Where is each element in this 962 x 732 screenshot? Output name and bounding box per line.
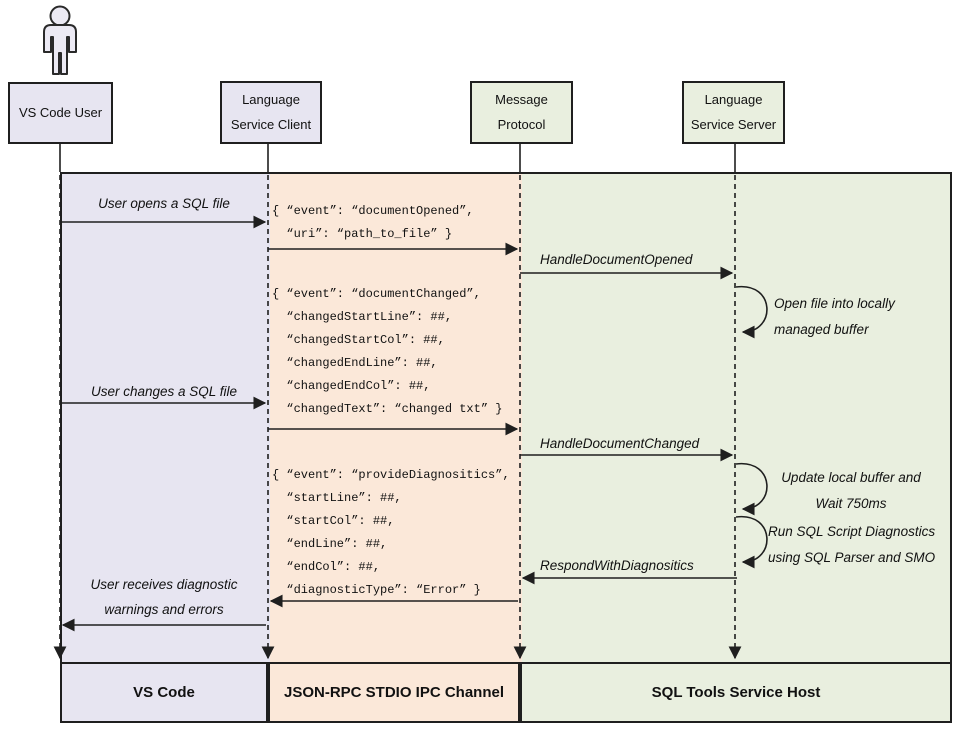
actor-box-language-service-server: Language Service Server	[682, 81, 785, 144]
bottom-bar-label: SQL Tools Service Host	[651, 684, 821, 701]
actor-label: Message	[495, 92, 548, 107]
label-user-receives-diagnostics: User receives diagnostic warnings and er…	[90, 577, 238, 617]
band-vscode	[62, 174, 270, 721]
actor-label: Language	[242, 92, 300, 107]
actor-box-language-service-client: Language Service Client	[220, 81, 322, 144]
note-run-diagnostics: Run SQL Script Diagnostics using SQL Par…	[768, 524, 936, 565]
payload-document-opened: { “event”: “documentOpened”, “uri”: “pat…	[272, 204, 474, 241]
payload-provide-diagnostics: { “event”: “provideDiagnositics”, “start…	[272, 468, 510, 597]
label-user-changes-sql-file: User changes a SQL file	[90, 384, 238, 399]
actor-label: Service Server	[690, 117, 777, 132]
actor-label: Protocol	[497, 117, 546, 132]
actor-box-message-protocol: Message Protocol	[470, 81, 573, 144]
person-icon	[43, 5, 77, 75]
bottom-bar-sql-tools-service-host: SQL Tools Service Host	[520, 662, 952, 723]
label-respond-with-diagnostics: RespondWithDiagnositics	[540, 558, 694, 573]
label-handle-document-opened: HandleDocumentOpened	[540, 252, 693, 267]
actor-label: Language	[704, 92, 763, 107]
payload-document-changed: { “event”: “documentChanged”, “changedSt…	[272, 287, 503, 416]
label-handle-document-changed: HandleDocumentChanged	[540, 436, 700, 451]
actor-box-vscode-user: VS Code User	[8, 82, 113, 144]
bottom-bar-jsonrpc-channel: JSON-RPC STDIO IPC Channel	[268, 662, 520, 723]
diagram-canvas	[60, 172, 952, 723]
label-user-opens-sql-file: User opens a SQL file	[98, 196, 230, 211]
actor-label: VS Code User	[18, 105, 103, 120]
band-service-host	[522, 174, 950, 721]
bottom-bar-label: VS Code	[133, 684, 195, 701]
note-open-file-buffer: Open file into locally managed buffer	[774, 296, 895, 337]
bottom-bar-label: JSON-RPC STDIO IPC Channel	[283, 684, 505, 701]
bottom-bar-vscode: VS Code	[60, 662, 268, 723]
note-update-buffer-wait: Update local buffer and Wait 750ms	[781, 470, 921, 511]
actor-label: Service Client	[230, 117, 312, 132]
band-ipc-channel	[270, 174, 522, 721]
